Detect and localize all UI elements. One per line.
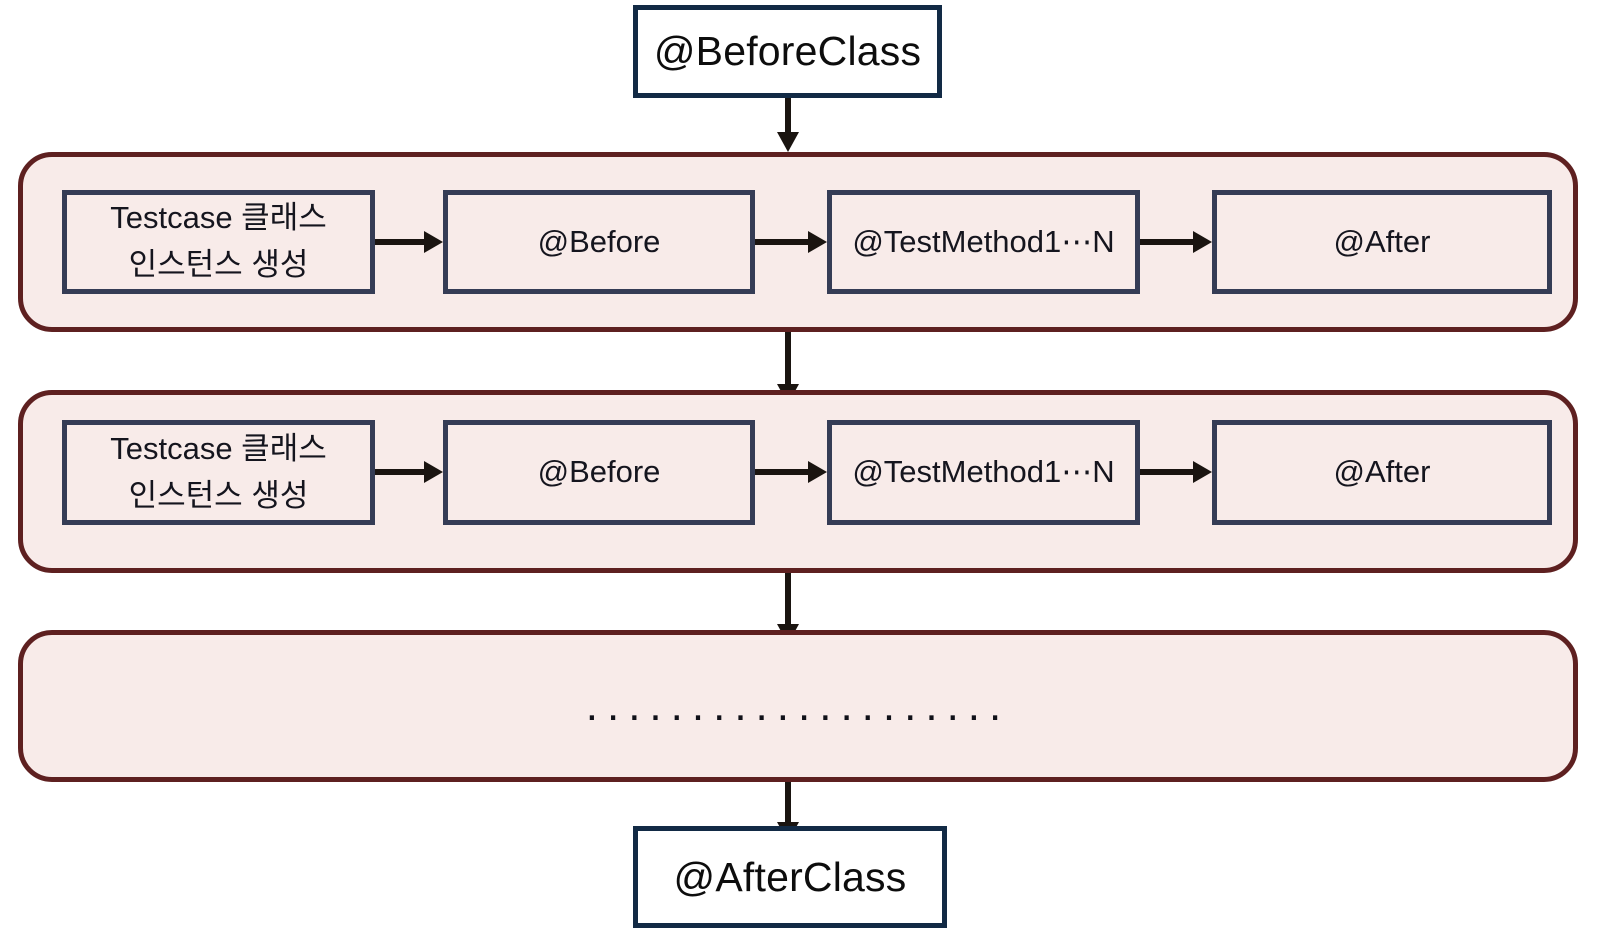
- arrow-head: [1193, 461, 1212, 483]
- step-label-line1: Testcase 클래스: [110, 430, 327, 466]
- arrow-head: [808, 461, 827, 483]
- before-class-label: @BeforeClass: [653, 28, 922, 74]
- arrow-shaft: [785, 98, 791, 135]
- arrow-head: [808, 231, 827, 253]
- step-test-methods-1[interactable]: @TestMethod1⋯N: [827, 190, 1140, 294]
- arrow-shaft: [785, 782, 791, 828]
- arrow-head: [777, 132, 799, 152]
- before-class-box[interactable]: @BeforeClass: [633, 5, 942, 98]
- step-testcase-instance-2[interactable]: Testcase 클래스 인스턴스 생성: [62, 420, 375, 525]
- step-testcase-instance-1[interactable]: Testcase 클래스 인스턴스 생성: [62, 190, 375, 294]
- arrow-shaft: [375, 469, 427, 475]
- arrow-shaft: [375, 239, 427, 245]
- step-label: @After: [1333, 223, 1431, 259]
- arrow-head: [424, 461, 443, 483]
- arrow-shaft: [1140, 239, 1196, 245]
- step-label: @TestMethod1⋯N: [852, 454, 1115, 490]
- step-label-line1: Testcase 클래스: [110, 200, 327, 236]
- group-iteration-more: [18, 630, 1578, 782]
- arrow-shaft: [1140, 469, 1196, 475]
- step-label: @Before: [537, 454, 661, 490]
- step-label: @TestMethod1⋯N: [852, 223, 1115, 259]
- step-label: @Before: [537, 223, 661, 259]
- arrow-shaft: [755, 239, 811, 245]
- ellipsis-text: ....................: [585, 681, 1011, 730]
- step-after-2[interactable]: @After: [1212, 420, 1552, 525]
- step-label: @After: [1333, 454, 1431, 490]
- step-test-methods-2[interactable]: @TestMethod1⋯N: [827, 420, 1140, 525]
- step-label-line2: 인스턴스 생성: [128, 477, 309, 513]
- after-class-label: @AfterClass: [673, 853, 907, 900]
- step-after-1[interactable]: @After: [1212, 190, 1552, 294]
- arrow-shaft: [785, 332, 791, 390]
- arrow-shaft: [755, 469, 811, 475]
- ellipsis-label: ....................: [18, 630, 1578, 782]
- arrow-head: [1193, 231, 1212, 253]
- step-before-2[interactable]: @Before: [443, 420, 755, 525]
- after-class-box[interactable]: @AfterClass: [633, 826, 947, 928]
- step-before-1[interactable]: @Before: [443, 190, 755, 294]
- step-label-line2: 인스턴스 생성: [128, 247, 309, 282]
- arrow-shaft: [785, 573, 791, 630]
- arrow-head: [424, 231, 443, 253]
